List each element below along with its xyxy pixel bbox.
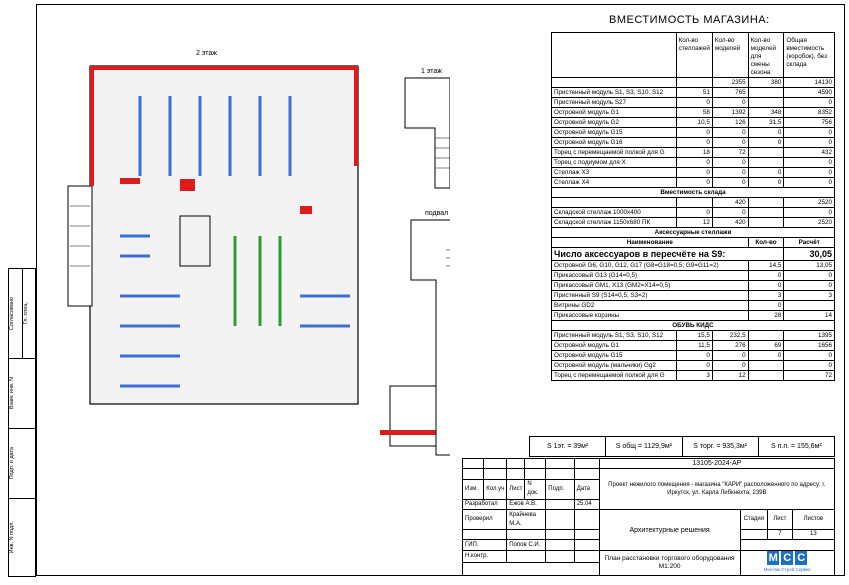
title-block: 13105-2024-АР Проект нежилого помещения …	[461, 457, 836, 577]
table-row: Число аксессуаров в пересчёте на S9:30,0…	[550, 247, 835, 261]
sheets-total: 13	[791, 528, 836, 541]
basement-label: Подвал	[425, 210, 449, 217]
table-row: ОБУВЬ КИДС	[551, 320, 835, 331]
table-row: Аксессуарные стеллажи	[551, 227, 835, 238]
area-total: S общ = 1129,9м²	[606, 437, 683, 456]
sheet-number: 7	[767, 528, 793, 541]
table-row: Вместимость склада	[551, 187, 835, 198]
area-aux: S п.п. = 155,6м²	[771, 443, 822, 450]
project-name: Проект нежилого помещения - магазина "КА…	[598, 468, 836, 511]
floor2-plan	[67, 65, 441, 447]
store-capacity-title: ВМЕСТИМОСТЬ МАГАЗИНА:	[609, 14, 770, 26]
floor2-label: 2 этаж	[196, 50, 217, 57]
areas-strip: S 1эт. = 39м² S общ = 1129,9м² S торг. =…	[529, 436, 835, 457]
sheet-title: План расстановки торгового оборудования …	[598, 549, 741, 577]
area-floor1: S 1эт. = 39м²	[530, 437, 607, 456]
doc-code: 13105-2024-АР	[598, 457, 836, 470]
floor-plan	[67, 65, 450, 456]
basement-plan	[410, 219, 450, 456]
area-trade: S торг. = 935,3м²	[683, 437, 759, 456]
floor1-label: 1 этаж	[421, 68, 442, 75]
section-name: Архитектурные решения	[598, 509, 741, 551]
floor1-plan	[404, 77, 450, 189]
table-row: Островной G6, G10, G12, G17 (G8=G18=0,5;…	[551, 260, 835, 271]
drawing-frame	[36, 4, 845, 576]
